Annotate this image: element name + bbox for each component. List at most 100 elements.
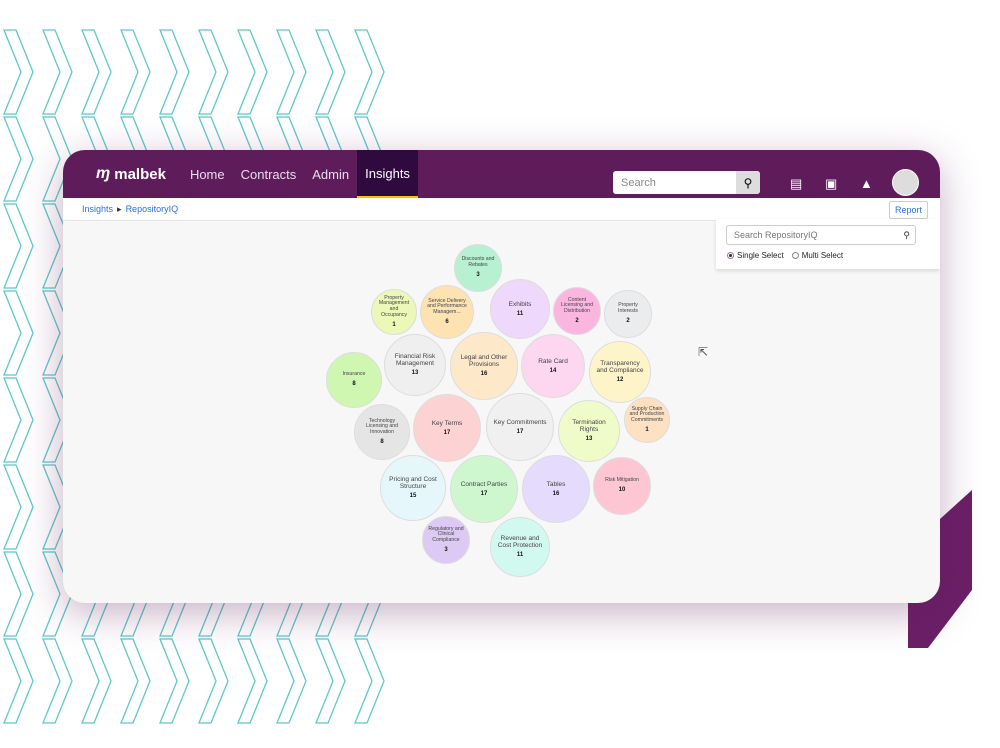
deco-hexagon xyxy=(3,377,34,463)
nav-home[interactable]: Home xyxy=(189,166,225,182)
bubble-pricing-and-cost-structure[interactable]: Pricing and Cost Structure 15 xyxy=(380,455,446,521)
search-icon[interactable]: ⚲ xyxy=(903,229,910,240)
calendar-icon[interactable]: ▣ xyxy=(825,176,838,191)
bubble-count: 11 xyxy=(516,552,524,559)
bubble-label: Termination Rights xyxy=(572,419,606,434)
deco-hexagon xyxy=(81,638,112,724)
deco-hexagon xyxy=(159,29,190,115)
global-search[interactable]: Search ⚲ xyxy=(613,171,760,194)
repositoryiq-panel: Search RepositoryIQ ⚲ Single Select Multi… xyxy=(716,219,940,269)
bubble-label: Risk Mitigation xyxy=(605,477,639,484)
bubble-content-licensing-and-distribution[interactable]: Content Licensing and Distribution 2 xyxy=(553,287,601,335)
bubble-supply-chain-and-production-commitments[interactable]: Supply Chain and Production Commitments 1 xyxy=(624,397,670,443)
bubble-count: 1 xyxy=(645,426,649,433)
bubble-label: Legal and Other Provisions xyxy=(460,354,508,369)
deco-hexagon xyxy=(42,203,73,289)
bubble-label: Contract Parties xyxy=(460,480,508,488)
bubble-label: Financial Risk Management xyxy=(394,353,436,368)
bubble-label: Regulatory and Clinical Compliance xyxy=(428,525,464,544)
radio-icon xyxy=(791,252,799,259)
bubble-label: Tables xyxy=(546,480,566,488)
deco-hexagon xyxy=(3,203,34,289)
report-button[interactable]: Report xyxy=(889,201,929,219)
bubble-legal-and-other-provisions[interactable]: Legal and Other Provisions 16 xyxy=(450,332,518,400)
bubble-service-delivery-and-performance-managem[interactable]: Service Delivery and Performance Managem… xyxy=(420,285,474,339)
search-placeholder: Search RepositoryIQ xyxy=(734,230,818,240)
deco-hexagon xyxy=(198,29,229,115)
deco-hexagon xyxy=(159,638,190,724)
bubble-count: 2 xyxy=(626,317,630,324)
search-icon[interactable]: ⚲ xyxy=(736,171,760,194)
bubble-count: 14 xyxy=(549,367,557,374)
bubble-count: 1 xyxy=(392,321,396,328)
radio-label: Multi Select xyxy=(801,251,844,260)
bubble-regulatory-and-clinical-compliance[interactable]: Regulatory and Clinical Compliance 3 xyxy=(422,516,470,564)
bubble-label: Pricing and Cost Structure xyxy=(389,476,437,491)
radio-label: Single Select xyxy=(737,251,784,260)
deco-hexagon xyxy=(42,29,73,115)
deco-hexagon xyxy=(3,116,34,202)
bubble-tables[interactable]: Tables 16 xyxy=(522,455,590,523)
bell-icon[interactable]: ▲ xyxy=(860,176,873,191)
bubble-count: 12 xyxy=(616,377,624,384)
nav-insights[interactable]: Insights xyxy=(357,150,418,198)
deco-hexagon xyxy=(237,638,268,724)
breadcrumb-insights[interactable]: Insights xyxy=(82,204,114,214)
deco-hexagon xyxy=(42,464,73,550)
mouse-cursor-icon: ⇱ xyxy=(698,345,709,359)
bubble-label: Supply Chain and Production Commitments xyxy=(629,405,665,424)
bubble-label: Discounts and Rebates xyxy=(461,256,495,269)
nav-contracts[interactable]: Contracts xyxy=(240,166,297,182)
breadcrumb-repositoryiq[interactable]: RepositoryIQ xyxy=(125,204,179,214)
search-input[interactable]: Search xyxy=(621,176,656,189)
chevron-right-icon: ▸ xyxy=(117,203,122,214)
nav-admin[interactable]: Admin xyxy=(312,166,350,182)
multi-select-radio[interactable]: Multi Select xyxy=(791,251,844,260)
deco-hexagon xyxy=(42,116,73,202)
deco-hexagon xyxy=(3,464,34,550)
radio-icon xyxy=(727,252,734,259)
decorative-purple-shape xyxy=(908,490,972,648)
repositoryiq-search-input[interactable]: Search RepositoryIQ ⚲ xyxy=(726,225,916,245)
avatar[interactable] xyxy=(892,169,919,196)
bubble-count: 6 xyxy=(445,318,449,325)
clipboard-icon[interactable]: ▤ xyxy=(790,176,803,191)
deco-hexagon xyxy=(3,29,34,115)
deco-hexagon xyxy=(120,638,151,724)
deco-hexagon xyxy=(354,638,385,724)
bubble-label: Exhibits xyxy=(508,300,532,308)
bubble-count: 16 xyxy=(552,490,560,497)
bubble-count: 8 xyxy=(380,438,384,445)
bubble-count: 3 xyxy=(444,546,448,553)
bubble-label: Content Licensing and Distribution xyxy=(560,296,593,315)
bubble-label: Technology Licensing and Innovation xyxy=(365,417,398,436)
deco-hexagon xyxy=(315,638,346,724)
single-select-radio[interactable]: Single Select xyxy=(727,251,784,260)
deco-hexagon xyxy=(3,290,34,376)
bubble-technology-licensing-and-innovation[interactable]: Technology Licensing and Innovation 8 xyxy=(354,404,410,460)
deco-hexagon xyxy=(42,551,73,637)
bubble-discounts-and-rebates[interactable]: Discounts and Rebates 3 xyxy=(454,244,502,292)
bubble-count: 15 xyxy=(409,493,417,500)
deco-hexagon xyxy=(3,551,34,637)
bubble-count: 3 xyxy=(476,271,480,278)
bubble-count: 2 xyxy=(575,317,579,324)
bubble-count: 16 xyxy=(480,371,488,378)
bubble-count: 17 xyxy=(443,429,451,436)
